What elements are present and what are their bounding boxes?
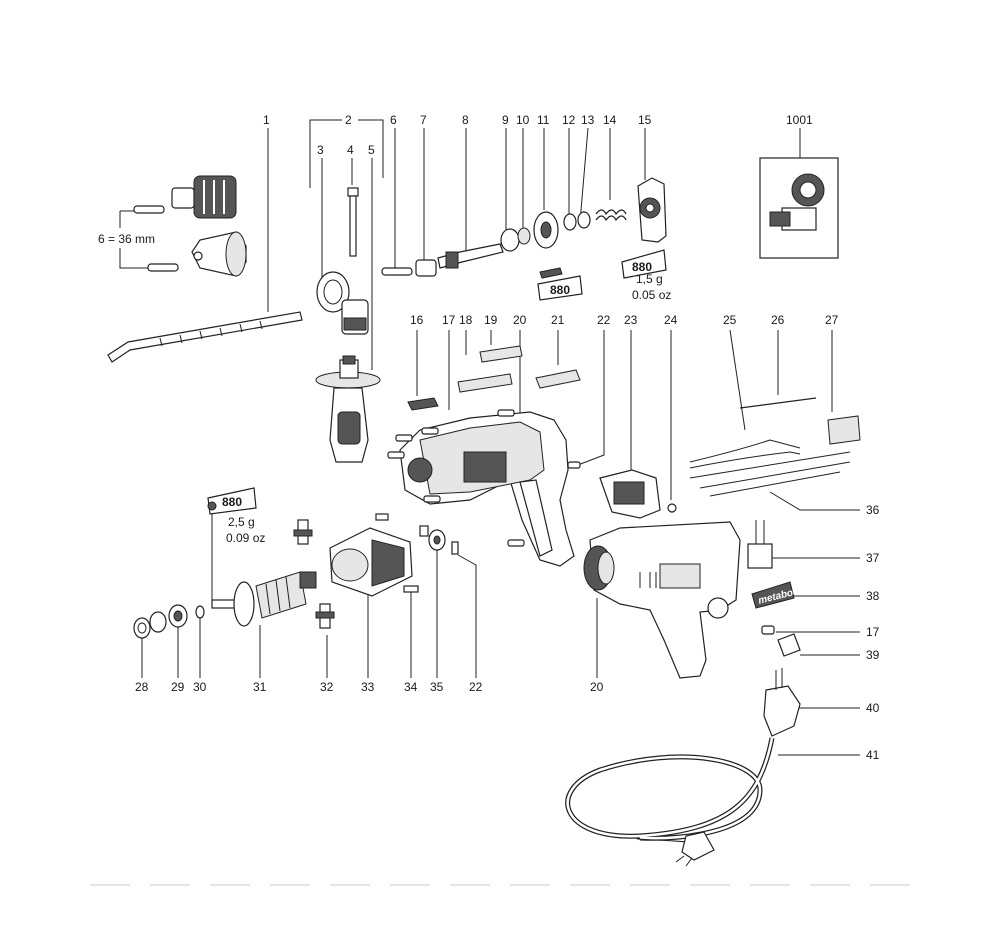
callout-22-top: 22 xyxy=(597,313,611,327)
capacitor xyxy=(747,520,773,569)
callout-20-bottom: 20 xyxy=(590,680,604,694)
switch-assembly xyxy=(599,469,677,519)
callout-15: 15 xyxy=(638,113,652,127)
stator xyxy=(329,527,413,597)
callout-29: 29 xyxy=(171,680,185,694)
callout-37: 37 xyxy=(866,551,880,565)
callout-11: 11 xyxy=(537,113,550,127)
callout-33: 33 xyxy=(361,680,375,694)
callout-4: 4 xyxy=(347,143,354,157)
callout-28: 28 xyxy=(135,680,149,694)
callout-1001: 1001 xyxy=(786,113,813,127)
callout-6: 6 xyxy=(390,113,397,127)
grease-tube-gear: 880 xyxy=(621,249,667,279)
callout-30: 30 xyxy=(193,680,207,694)
callout-40: 40 xyxy=(866,701,880,715)
callout-23: 23 xyxy=(624,313,638,327)
power-cord xyxy=(565,737,775,867)
callout-12: 12 xyxy=(562,113,576,127)
callout-17: 17 xyxy=(442,313,456,327)
screw-length-note: 6 = 36 mm xyxy=(98,232,155,246)
circuit-schematic-box xyxy=(759,157,839,259)
depth-stop-rod xyxy=(107,311,303,363)
washers xyxy=(133,604,205,639)
grease-tube-label: 880 xyxy=(632,260,652,274)
callout-26: 26 xyxy=(771,313,785,327)
callout-24: 24 xyxy=(664,313,678,327)
grease-small-oz: 0.05 oz xyxy=(632,288,671,302)
grease-tube-label-3: 880 xyxy=(222,495,242,509)
callout-22-bottom: 22 xyxy=(469,680,483,694)
callout-5: 5 xyxy=(368,143,375,157)
callout-25: 25 xyxy=(723,313,737,327)
housing-screws xyxy=(387,409,581,547)
cable-sleeve xyxy=(763,668,801,737)
callout-31: 31 xyxy=(253,680,267,694)
key-chuck xyxy=(171,175,237,219)
callout-7: 7 xyxy=(420,113,427,127)
callout-13: 13 xyxy=(581,113,595,127)
leader-lines xyxy=(119,119,860,756)
callout-3: 3 xyxy=(317,143,324,157)
callout-20-top: 20 xyxy=(513,313,527,327)
side-handle xyxy=(315,355,381,463)
callout-39: 39 xyxy=(866,648,880,662)
callout-32: 32 xyxy=(320,680,334,694)
callout-10: 10 xyxy=(516,113,530,127)
callout-2: 2 xyxy=(345,113,352,127)
brush-holders xyxy=(293,519,335,629)
callout-21: 21 xyxy=(551,313,565,327)
callout-labels: 1 2 3 4 5 6 7 8 9 10 11 12 13 14 15 1001… xyxy=(135,113,880,762)
callout-35: 35 xyxy=(430,680,444,694)
callout-18: 18 xyxy=(459,313,473,327)
callout-36: 36 xyxy=(866,503,880,517)
callout-9: 9 xyxy=(502,113,509,127)
callout-8: 8 xyxy=(462,113,469,127)
wire-set xyxy=(689,397,851,497)
callout-27: 27 xyxy=(825,313,839,327)
handle-clamp xyxy=(316,271,369,335)
keyless-chuck xyxy=(191,231,247,277)
callout-38: 38 xyxy=(866,589,880,603)
callout-14: 14 xyxy=(603,113,617,127)
armature xyxy=(211,571,317,627)
insulation-block xyxy=(827,415,861,445)
grease-tube-spindle: 880 xyxy=(537,267,583,301)
callout-1: 1 xyxy=(263,113,270,127)
spindle-parts xyxy=(381,209,627,277)
label-parts xyxy=(407,345,581,411)
grease-tube-label-2: 880 xyxy=(550,283,570,297)
callout-16: 16 xyxy=(410,313,424,327)
cable-clamp xyxy=(761,625,801,657)
assembled-drill xyxy=(583,521,741,679)
callout-19: 19 xyxy=(484,313,498,327)
grease-tube-motor: 880 xyxy=(207,487,257,515)
small-parts xyxy=(375,513,459,593)
callout-41: 41 xyxy=(866,748,880,762)
grease-small-weight: 1,5 g xyxy=(636,272,663,286)
callout-34: 34 xyxy=(404,680,418,694)
callout-17-right: 17 xyxy=(866,625,880,639)
grease-large-weight: 2,5 g xyxy=(228,515,255,529)
chuck-screws xyxy=(133,205,179,272)
brand-plate: metabo xyxy=(751,581,795,609)
clamp-bolt xyxy=(347,187,359,257)
gear-housing-cover xyxy=(637,177,667,243)
housing-half xyxy=(399,411,575,567)
grease-large-oz: 0.09 oz xyxy=(226,531,265,545)
